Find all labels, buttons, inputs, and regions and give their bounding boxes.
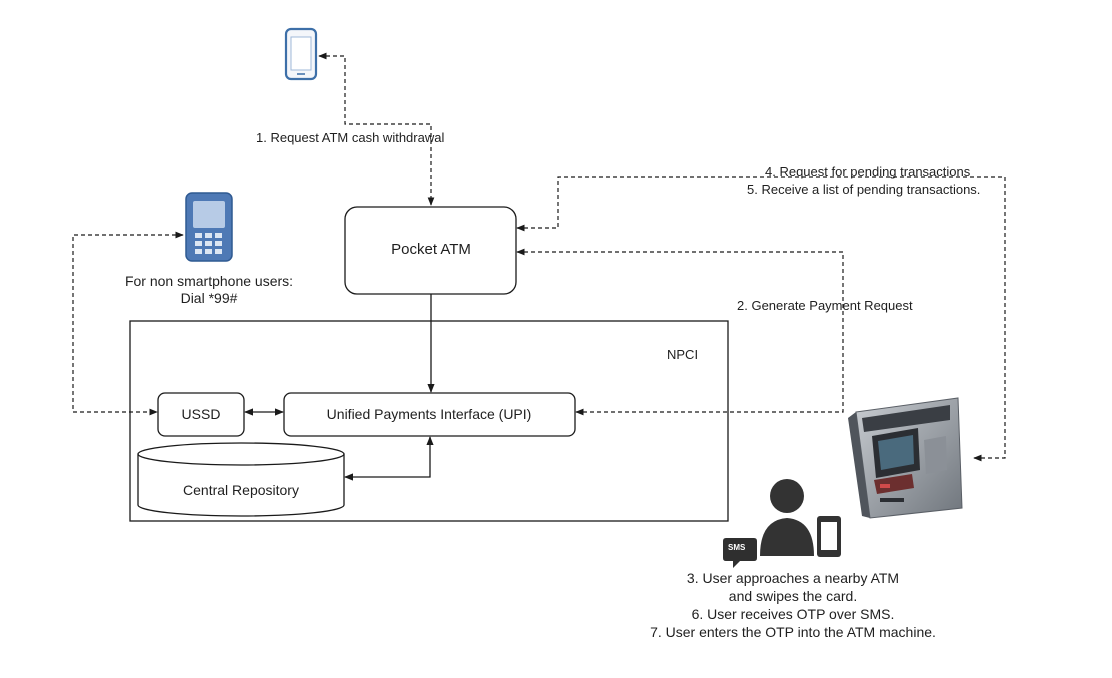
step1-label: 1. Request ATM cash withdrawal [256, 130, 445, 145]
sms-badge-text: SMS [728, 543, 746, 552]
atm-machine-icon [848, 397, 963, 519]
arrow-smartphone-to-pocketatm [318, 52, 435, 206]
step5-label: 5. Receive a list of pending transaction… [747, 182, 981, 197]
step2-label: 2. Generate Payment Request [737, 298, 913, 313]
arrow-featurephone-ussd [72, 231, 184, 416]
upi-label: Unified Payments Interface (UPI) [326, 406, 532, 422]
pocket-atm-label: Pocket ATM [391, 241, 471, 258]
step6-label: 6. User receives OTP over SMS. [691, 606, 895, 622]
central-repository-cylinder [137, 442, 345, 517]
non-smartphone-line2: Dial *99# [180, 290, 238, 306]
arrow-atm-pending-transactions [516, 176, 1006, 462]
user-icon [760, 479, 814, 556]
arrow-repository-upi [344, 436, 434, 481]
ussd-label: USSD [181, 406, 221, 422]
feature-phone-icon [185, 192, 233, 262]
non-smartphone-line1: For non smartphone users: [124, 273, 294, 289]
step3-line2: and swipes the card. [728, 588, 858, 604]
step3-line1: 3. User approaches a nearby ATM [686, 570, 900, 586]
smartphone-icon [284, 27, 318, 81]
npci-label: NPCI [667, 347, 699, 362]
user-phone-icon [817, 516, 841, 557]
step4-label: 4. Request for pending transactions [765, 164, 971, 179]
step7-label: 7. User enters the OTP into the ATM mach… [650, 624, 936, 640]
central-repository-label: Central Repository [183, 482, 299, 498]
arrow-generate-payment-request [516, 248, 844, 416]
sms-bubble-icon [723, 538, 757, 568]
